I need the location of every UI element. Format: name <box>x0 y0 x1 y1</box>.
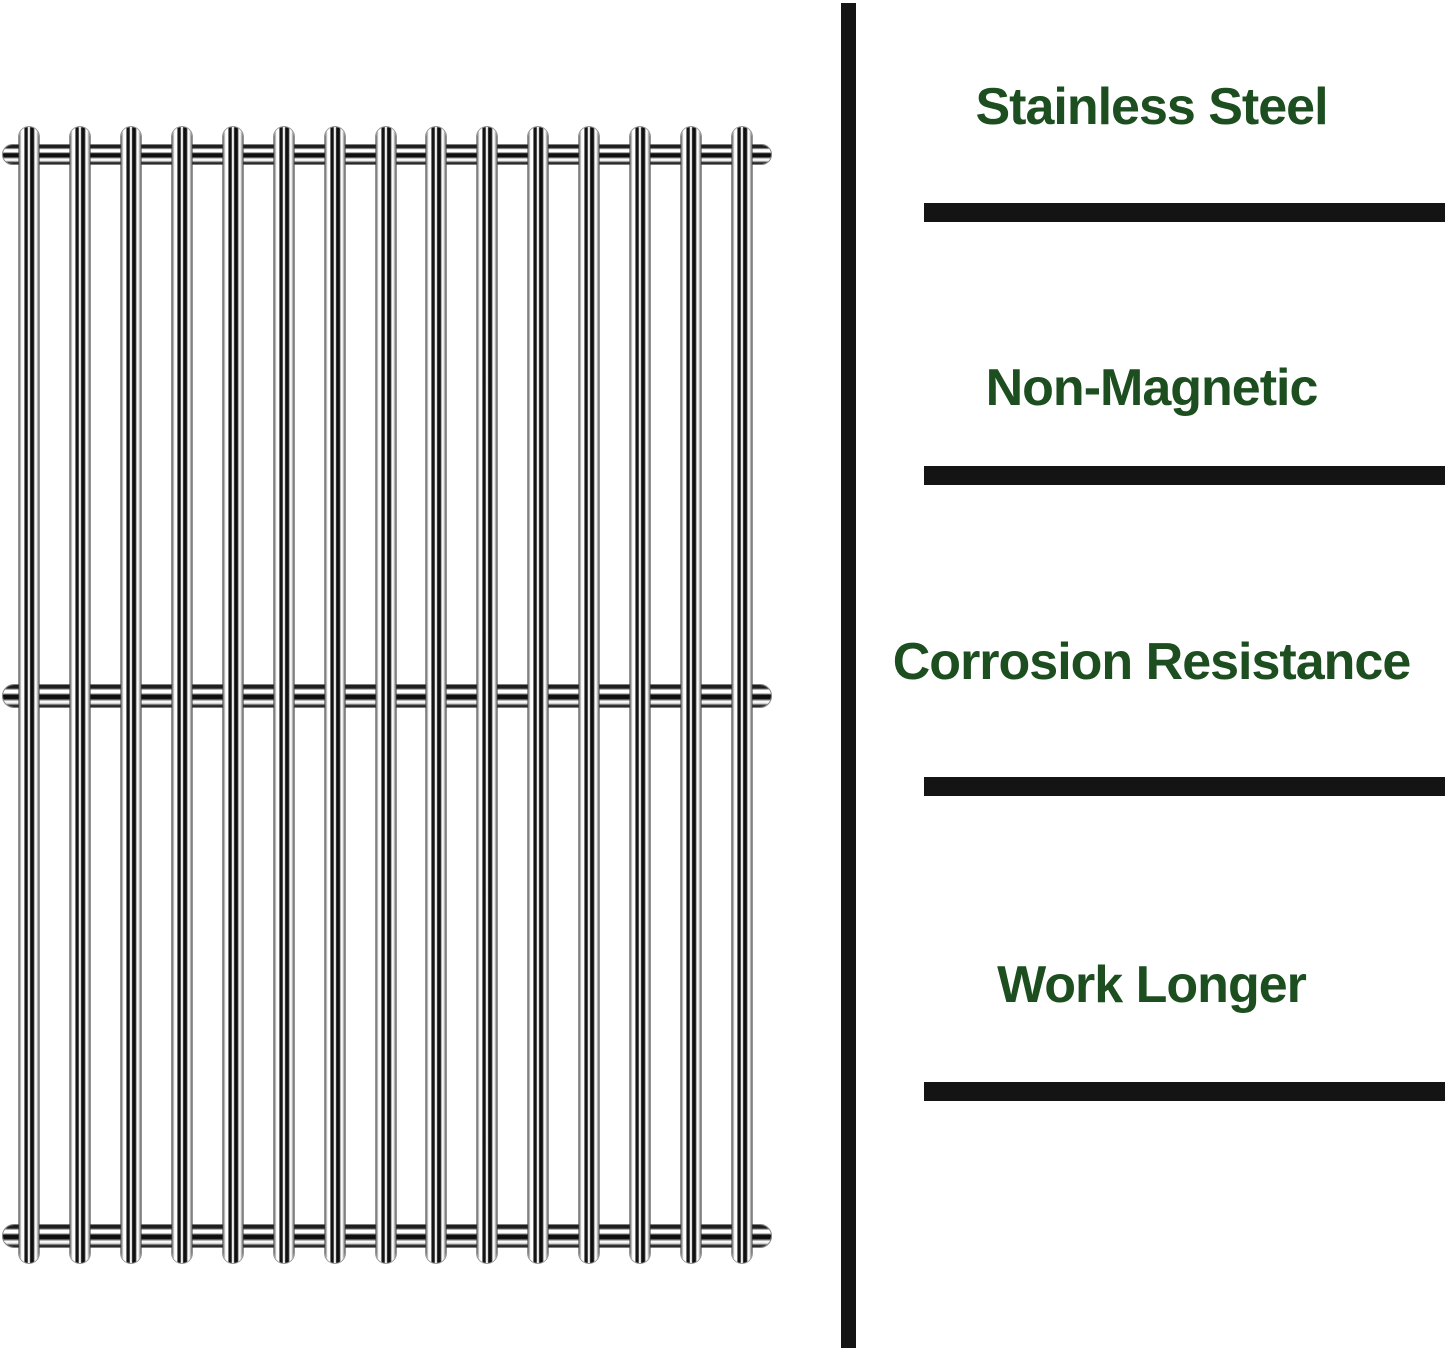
separator-line <box>924 1082 1445 1101</box>
grate-rod <box>375 127 396 1263</box>
separator-line <box>924 203 1445 222</box>
feature-label-work-longer: Work Longer <box>997 956 1307 1014</box>
vertical-divider-line <box>841 3 856 1348</box>
grate-rod <box>171 127 192 1263</box>
grate-rod <box>681 127 702 1263</box>
separator-line <box>924 777 1445 796</box>
feature-label-corrosion-resistance: Corrosion Resistance <box>892 633 1412 691</box>
grate-rod <box>222 127 243 1263</box>
grate-rod <box>273 127 294 1263</box>
grate-rod <box>630 127 651 1263</box>
features-panel: Stainless Steel Non-Magnetic Corrosion R… <box>858 0 1445 1364</box>
grate-rod <box>69 127 90 1263</box>
separator-line <box>924 466 1445 485</box>
grate-rod <box>426 127 447 1263</box>
grate-rod <box>579 127 600 1263</box>
grill-grate-illustration <box>3 127 771 1263</box>
grate-rod <box>19 127 39 1263</box>
grate-rod <box>528 127 549 1263</box>
grate-rod <box>324 127 345 1263</box>
feature-label-non-magnetic: Non-Magnetic <box>985 359 1319 417</box>
grate-rod <box>120 127 141 1263</box>
grate-rod <box>732 127 753 1263</box>
feature-label-stainless-steel: Stainless Steel <box>975 78 1328 136</box>
grate-rod <box>477 127 498 1263</box>
